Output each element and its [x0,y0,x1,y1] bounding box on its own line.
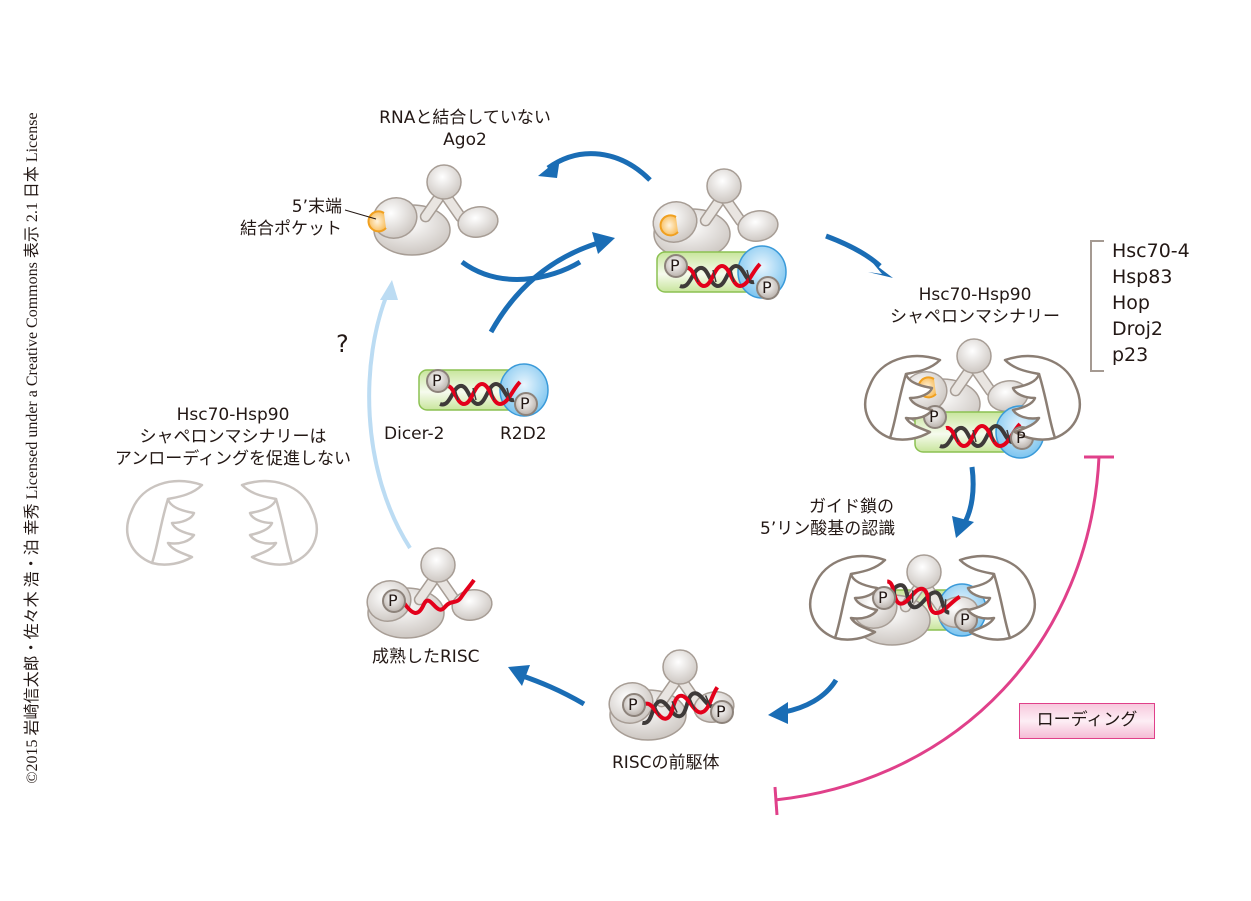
pre-risc-label: RISCの前駆体 [612,753,720,773]
phosphate-label: P [520,394,530,413]
phosphate-label: P [1016,428,1026,447]
phosphate-label: P [929,407,939,426]
unknown-unloading-question: ? [336,330,349,358]
inhibition-bar-bottom [773,786,779,816]
arrowhead-loading [592,232,615,254]
free-chaperone-hands [125,479,319,566]
component-item: Hsp83 [1112,266,1173,288]
arrowhead-chaperone [868,262,893,278]
phosphate-label: P [878,588,888,607]
no-unloading-line1: Hsc70-Hsp90 [176,405,290,425]
phosphate-label: P [716,702,726,721]
guide-strand [402,578,476,615]
five-prime-pocket-icon [367,210,387,233]
arrow-to-recognition [961,466,976,526]
loading-badge: ローディング [1019,703,1155,739]
arrowhead-mature-risc [508,665,530,686]
chaperone-components-list: Hsc70-4 Hsp83 Hop Droj2 p23 [1112,238,1190,368]
recognition-label-line2: 5’リン酸基の認識 [760,519,896,539]
phosphate-label: P [960,610,970,629]
arrow-to-mature-risc [519,672,586,707]
recognition-label-line1: ガイド鎖の [809,497,894,517]
r2d2-label: R2D2 [500,424,547,444]
chaperone-label-line2: シャペロンマシナリー [890,307,1060,327]
no-unloading-label: Hsc70-Hsp90 シャペロンマシナリーは アンローディングを促進しない [108,404,358,470]
phosphate-label: P [670,256,680,275]
arrow-dicer-to-loading [488,240,599,334]
arrowhead-free-ago2 [538,158,560,178]
arrowhead-pre-risc [768,702,788,724]
free-ago2-label-line1: RNAと結合していない [379,108,551,128]
arrowhead-unknown [380,280,398,300]
free-ago2-label: RNAと結合していない Ago2 [370,107,560,151]
free-ago2-label-line2: Ago2 [443,130,487,150]
copyright-notice: ©2015 岩崎信太郎・佐々木 浩・泊 幸秀 Licensed under a … [24,112,41,784]
free-ago2 [366,164,502,256]
chaperone-complex [863,338,1082,459]
component-item: Hop [1112,292,1150,314]
chaperone-label: Hsc70-Hsp90 シャペロンマシナリー [880,284,1070,328]
dicer2-label: Dicer-2 [384,424,445,444]
components-bracket [1090,240,1104,372]
loading-inhibition-line [774,456,1101,802]
mature-risc [360,547,496,639]
no-unloading-line3: アンローディングを促進しない [114,449,352,469]
arrowhead-recognition [952,516,974,538]
pocket-label: 5’末端 結合ポケット [220,196,342,240]
arrow-to-chaperone [825,233,882,268]
component-item: p23 [1112,344,1149,366]
arrowheads [508,158,974,724]
arrow-to-pre-risc [783,678,839,715]
no-unloading-line2: シャペロンマシナリーは [139,427,327,447]
arrow-release-to-free-ago2 [546,151,652,182]
pocket-label-line2: 結合ポケット [240,219,342,239]
recognition-complex [808,554,1037,646]
arrow-unknown-unloading [367,291,412,550]
chaperone-label-line1: Hsc70-Hsp90 [918,285,1032,305]
component-item: Droj2 [1112,318,1164,340]
phosphate-label: P [762,278,772,297]
pocket-label-line1: 5’末端 [291,197,342,217]
mature-risc-label: 成熟したRISC [372,647,480,667]
component-item: Hsc70-4 [1112,240,1190,262]
phosphate-label: P [388,591,398,610]
recognition-label: ガイド鎖の 5’リン酸基の認識 [760,496,896,540]
pre-risc [602,649,738,741]
phosphate-label: P [432,371,442,390]
arrow-free-ago2-to-loading [460,259,582,282]
pocket-leader-line [344,209,377,220]
phosphate-label: P [628,695,638,714]
